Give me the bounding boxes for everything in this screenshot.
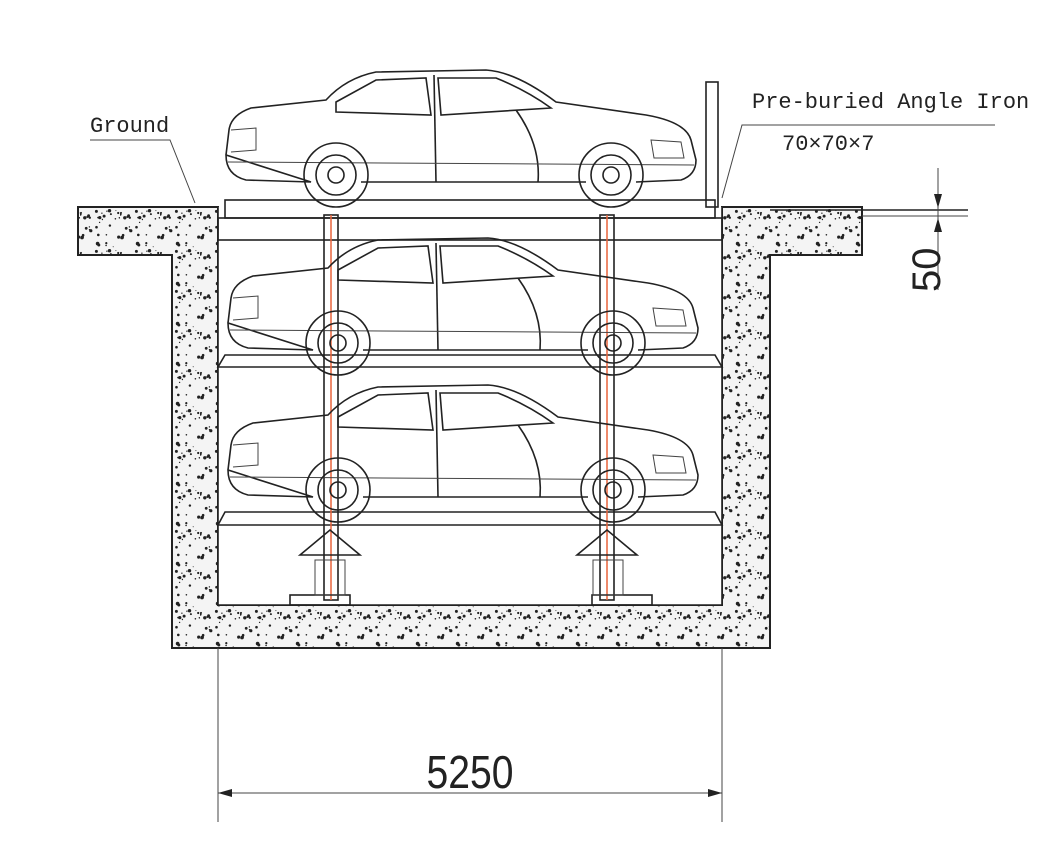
car-top (225, 69, 697, 208)
angle-iron-post (705, 81, 719, 208)
ground-leader (90, 139, 196, 204)
lift-post-left (289, 214, 363, 606)
pit-interior (218, 207, 722, 605)
platform-middle (216, 354, 724, 368)
angle-iron-label: Pre-buried Angle Iron (752, 90, 1029, 115)
svg-text:5250: 5250 (427, 747, 514, 799)
ground-label: Ground (90, 114, 169, 139)
dimension-50: 50 (905, 168, 949, 292)
angle-iron-size-label: 70×70×7 (782, 132, 874, 157)
platform-bottom (216, 511, 724, 526)
angle-iron-leader (721, 124, 995, 199)
lift-post-right (574, 214, 653, 606)
svg-text:50: 50 (905, 248, 949, 293)
platform-top (217, 199, 723, 241)
dimension-5250: 5250 (217, 648, 723, 822)
